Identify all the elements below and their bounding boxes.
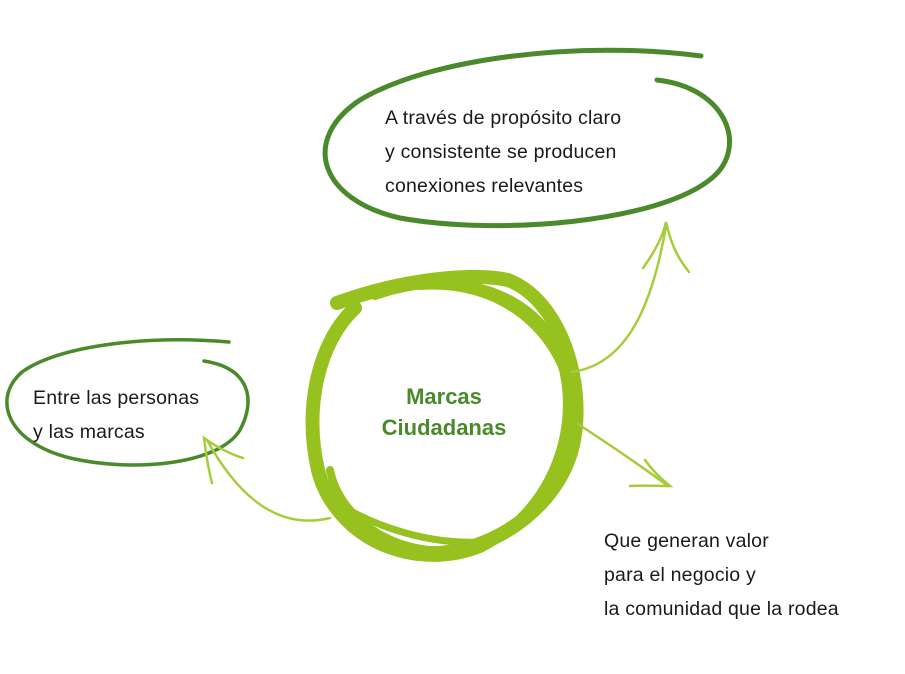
top-note-line-3: conexiones relevantes — [385, 175, 584, 197]
arrow-left-shaft — [205, 438, 332, 522]
center-circle — [305, 270, 584, 562]
arrow-bottom-shaft — [576, 422, 670, 488]
bottom-note-line-1: Que generan valor — [604, 530, 769, 552]
left-note-line-1: Entre las personas — [33, 387, 200, 409]
left-ellipse-stroke — [5, 338, 250, 467]
center-title-line-1: Marcas — [406, 384, 482, 409]
center-title-line-2: Ciudadanas — [381, 415, 507, 440]
center-circle-stroke-4 — [326, 416, 576, 546]
bottom-note-text: Que generan valor para el negocio y la c… — [604, 524, 839, 626]
top-note-text: A través de propósito claro y consistent… — [385, 101, 621, 203]
left-note-ellipse — [5, 338, 250, 467]
arrow-bottom-head — [628, 458, 674, 488]
arrow-top-head — [641, 221, 691, 274]
left-note-line-2: y las marcas — [33, 421, 145, 443]
top-note-line-2: y consistente se producen — [385, 141, 617, 163]
top-note-line-1: A través de propósito claro — [385, 107, 622, 129]
arrow-to-left-note — [202, 435, 332, 522]
bottom-note-line-2: para el negocio y — [604, 564, 756, 586]
center-title: Marcas Ciudadanas — [344, 381, 544, 443]
arrow-top-shaft — [570, 224, 668, 374]
bottom-note-line-3: la comunidad que la rodea — [604, 598, 839, 620]
arrow-to-top-note — [570, 221, 691, 374]
top-note-ellipse — [322, 47, 732, 229]
arrow-to-bottom-note — [576, 422, 674, 488]
arrow-left-head — [202, 435, 245, 485]
top-ellipse-stroke — [322, 47, 732, 229]
left-note-text: Entre las personas y las marcas — [33, 381, 199, 449]
